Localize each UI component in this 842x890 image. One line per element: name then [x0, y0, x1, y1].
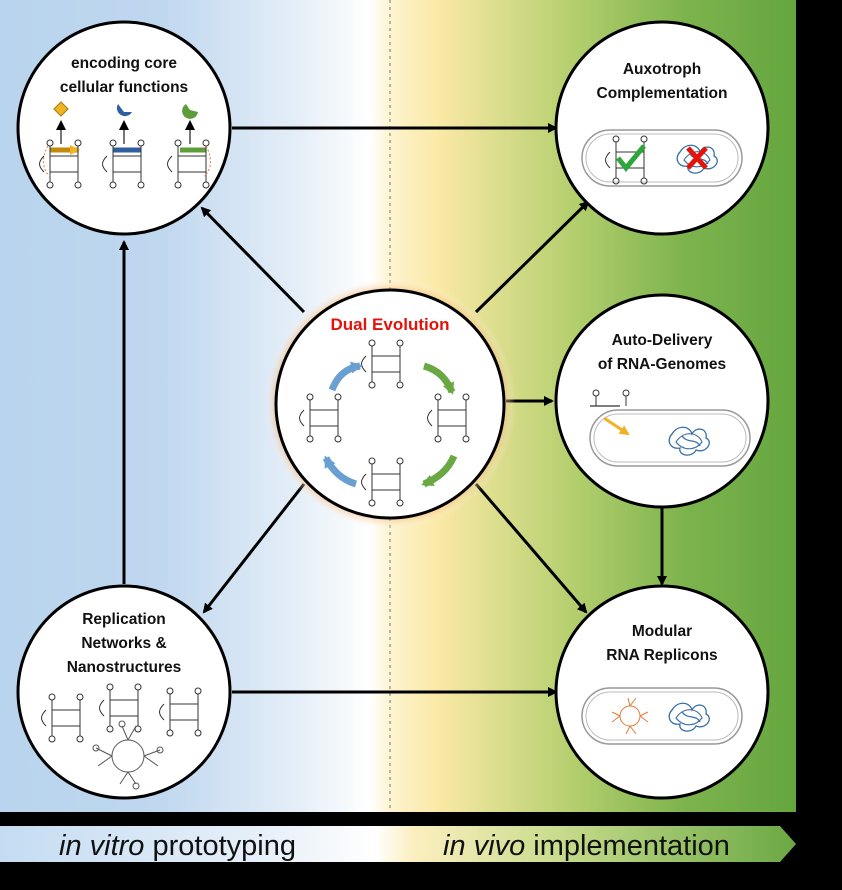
arrow-dual-to-replicons — [474, 483, 588, 614]
checkmark-icon — [616, 144, 646, 172]
arrow-dual-to-networks — [202, 483, 306, 614]
footer-in-vitro-label: in vitro prototyping — [59, 830, 296, 862]
pacman-blue-icon — [116, 104, 132, 117]
replicons-title-line1: Modular — [632, 623, 692, 640]
orange-nanostructure-icon — [611, 697, 649, 735]
nanostructure-icon — [92, 720, 164, 790]
rna-fragment-icon — [590, 389, 630, 407]
connector-arrows — [119, 123, 667, 697]
auxotroph-title-line1: Auxotroph — [623, 61, 701, 78]
networks-title-line1: Replication — [82, 611, 166, 628]
node-core-functions: encoding core cellular functions — [16, 20, 232, 236]
node-auxotroph: Auxotroph Complementation — [554, 20, 770, 236]
footer-in-vivo-label: in vivo implementation — [443, 830, 730, 862]
cross-icon — [686, 146, 708, 170]
arrow-dual-to-auxotroph — [474, 200, 590, 314]
networks-title-line3: Nanostructures — [67, 659, 182, 676]
core-title-line1: encoding core — [71, 55, 177, 72]
node-dual-evolution: Dual Evolution — [264, 278, 516, 530]
cycle-arrow-green-left — [421, 454, 458, 488]
footer-arrow-banner — [0, 826, 796, 862]
delivery-arrow-icon — [603, 416, 630, 436]
node-modular-replicons: Modular RNA Replicons — [554, 584, 770, 800]
networks-title-line2: Networks & — [81, 635, 166, 652]
delivery-title-line1: Auto-Delivery — [612, 332, 713, 349]
cycle-arrow-blue-left — [322, 455, 358, 488]
dual-title: Dual Evolution — [331, 315, 450, 334]
diamond-icon — [53, 101, 69, 117]
delivery-title-line2: of RNA-Genomes — [598, 356, 726, 373]
cycle-arrow-green-down — [422, 362, 456, 395]
dual-cycle — [299, 339, 470, 507]
replicons-title-line2: RNA Replicons — [606, 647, 717, 664]
arrow-dual-to-core — [200, 206, 306, 314]
cycle-arrow-blue-up — [328, 361, 363, 392]
auxotroph-title-line2: Complementation — [597, 85, 728, 102]
core-title-line2: cellular functions — [60, 79, 188, 96]
core-icons — [39, 101, 211, 189]
pacman-green-icon — [182, 104, 198, 119]
node-auto-delivery: Auto-Delivery of RNA-Genomes — [554, 293, 770, 509]
cell-outline — [581, 687, 743, 745]
node-replication-networks: Replication Networks & Nanostructures — [16, 584, 232, 800]
